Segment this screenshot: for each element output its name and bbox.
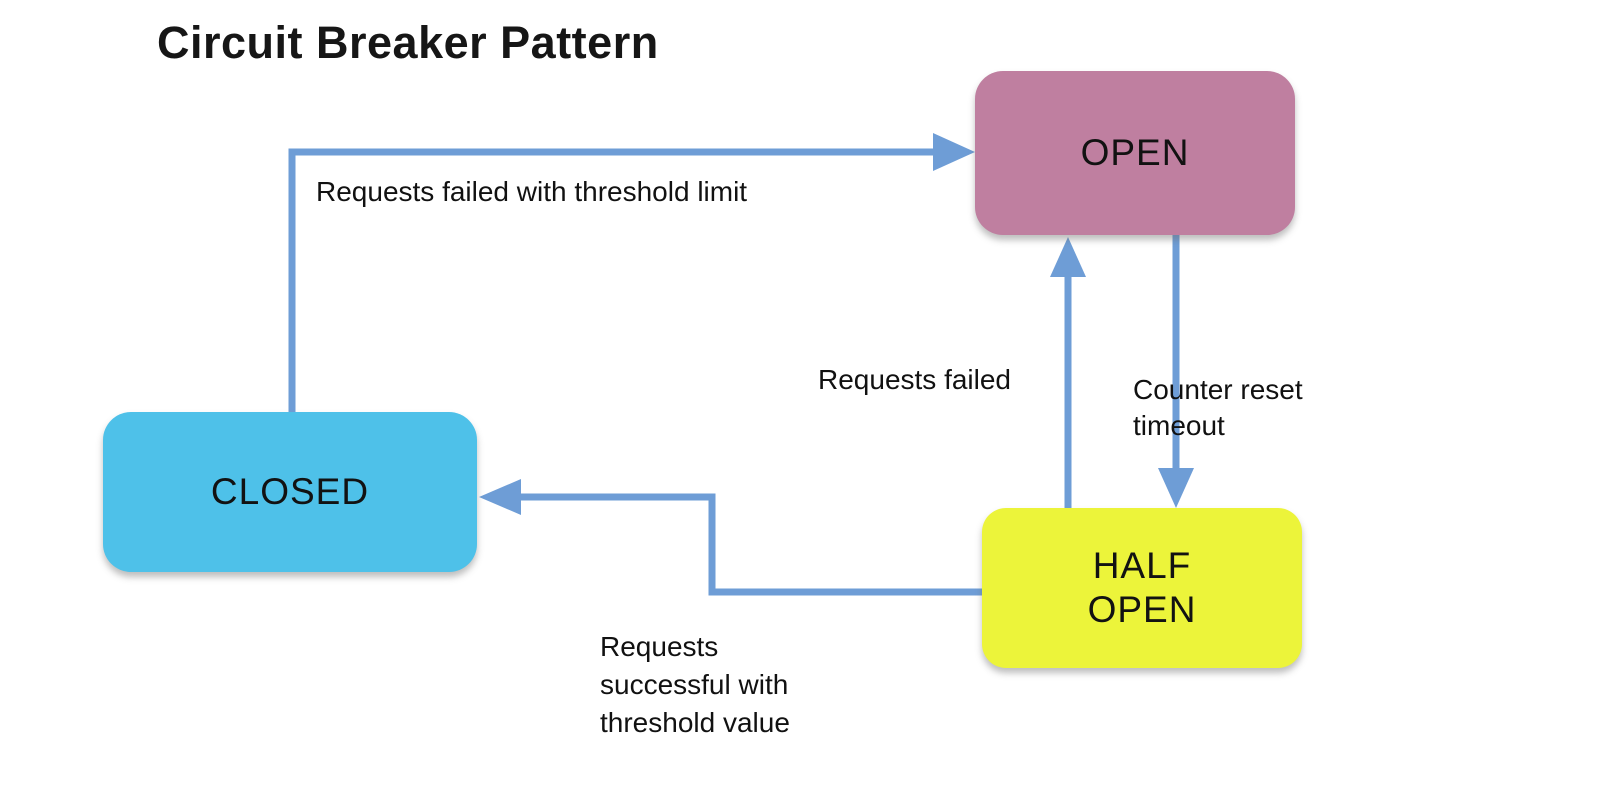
- state-closed: CLOSED: [103, 412, 477, 572]
- arrowhead-half-open-to-open: [1050, 237, 1086, 277]
- label-closed-to-open: Requests failed with threshold limit: [316, 176, 748, 207]
- state-closed-label: CLOSED: [210, 470, 370, 512]
- label-open-to-half-open: Counter reset timeout: [1133, 374, 1303, 441]
- state-half-open-label: HALF OPEN: [1087, 544, 1197, 630]
- label-half-open-to-closed: Requests successful with threshold value: [600, 631, 790, 738]
- arrowhead-closed-to-open: [933, 133, 975, 171]
- arrow-closed-to-open: [288, 148, 934, 412]
- label-half-open-to-open: Requests failed: [818, 364, 1012, 395]
- arrowhead-open-to-half-open: [1158, 468, 1194, 508]
- arrow-half-open-to-closed: [521, 493, 982, 596]
- state-open-label: OPEN: [1080, 131, 1190, 173]
- state-half-open: HALF OPEN: [982, 508, 1302, 668]
- state-open: OPEN: [975, 71, 1295, 235]
- arrowhead-half-open-to-closed: [479, 479, 521, 515]
- diagram-title: Circuit Breaker Pattern: [157, 17, 659, 68]
